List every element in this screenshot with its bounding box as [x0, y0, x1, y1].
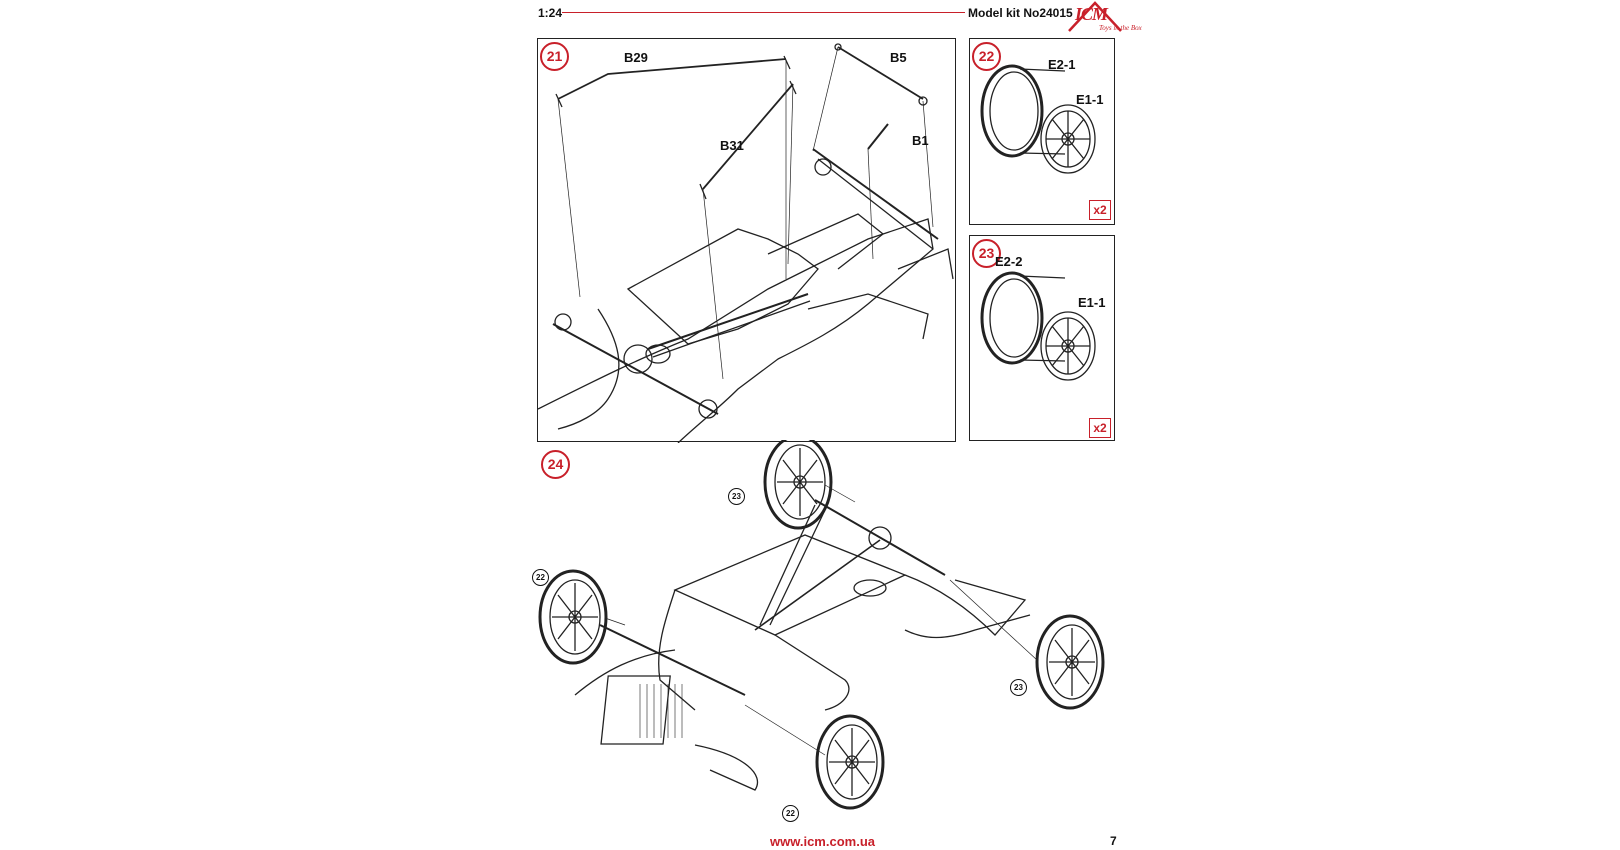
part-label-e2-2: E2-2	[995, 254, 1023, 269]
part-label-e2-1: E2-1	[1048, 57, 1076, 72]
part-label-e1-1-b: E1-1	[1078, 295, 1106, 310]
step-number-21: 21	[540, 42, 569, 71]
step-number-22: 22	[972, 42, 1001, 71]
quantity-badge-x2-b: x2	[1089, 418, 1111, 438]
step-22-wheel-drawing	[980, 64, 1096, 174]
step-23-panel	[969, 235, 1115, 441]
scale-label: 1:24	[538, 6, 563, 20]
wheel-left	[538, 569, 608, 665]
header-rule	[562, 12, 965, 13]
part-label-b1: B1	[912, 133, 929, 148]
step-number-24: 24	[541, 450, 570, 479]
part-label-b31: B31	[720, 138, 744, 153]
wheel-ref-22-left: 22	[532, 569, 549, 586]
wheel-ref-22-bottom: 22	[782, 805, 799, 822]
wheel-bottom	[815, 714, 885, 810]
kit-number: Model kit No24015	[968, 6, 1073, 20]
part-label-b29: B29	[624, 50, 648, 65]
step-23-wheel-drawing	[980, 271, 1096, 381]
wheel-right	[1035, 614, 1105, 710]
page-number: 7	[1110, 834, 1117, 848]
logo-tagline: Toys in the Box	[1099, 24, 1142, 32]
quantity-badge-x2: x2	[1089, 200, 1111, 220]
wheel-ref-23-right: 23	[1010, 679, 1027, 696]
wheel-ref-23-top: 23	[728, 488, 745, 505]
icm-logo-icon	[1068, 1, 1122, 32]
step-24-chassis-drawing	[538, 440, 1105, 810]
part-label-e1-1: E1-1	[1076, 92, 1104, 107]
step-21-panel	[537, 38, 956, 443]
footer-url-link[interactable]: www.icm.com.ua	[770, 834, 875, 849]
step-number-23: 23	[972, 239, 1001, 268]
logo-text: ICM	[1075, 4, 1108, 24]
part-label-b5: B5	[890, 50, 907, 65]
wheel-top	[763, 440, 833, 530]
step-21-drawing	[538, 43, 954, 443]
